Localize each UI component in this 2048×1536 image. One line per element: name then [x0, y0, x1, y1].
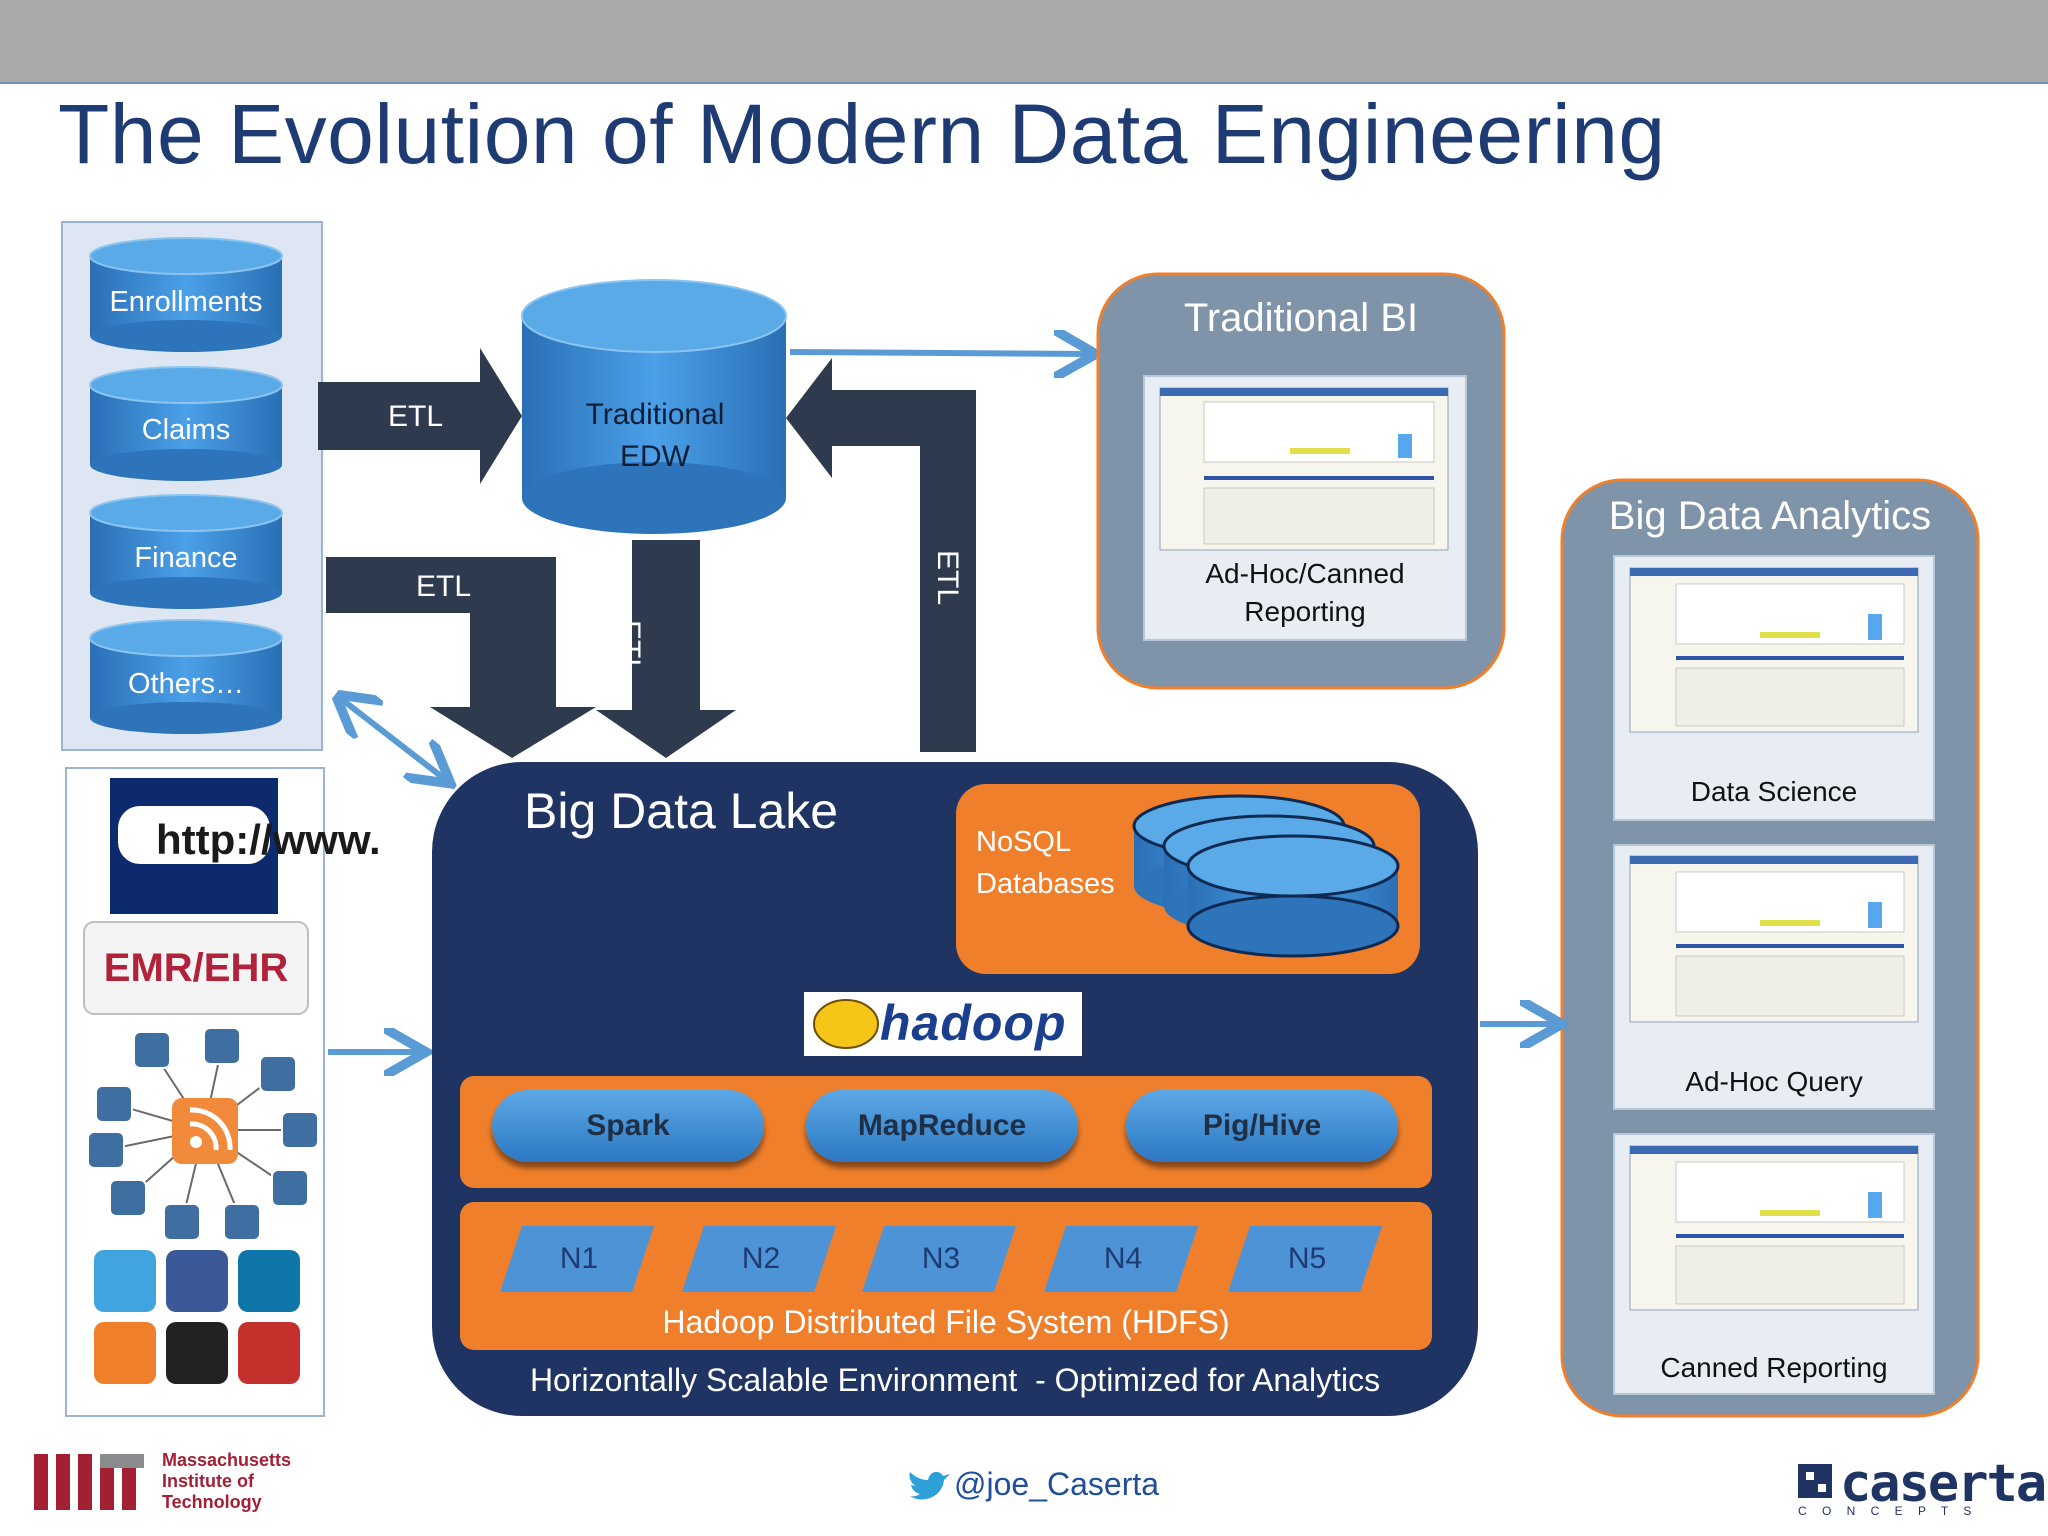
twitter-handle: @joe_Caserta	[954, 1466, 1160, 1502]
adhoc-query-thumbnail	[1629, 855, 1919, 1023]
hdfs-label: Hadoop Distributed File System (HDFS)	[662, 1304, 1230, 1340]
source-claims-label: Claims	[141, 414, 231, 446]
etl-label-lake-to-edw: ETL	[931, 550, 964, 606]
facebook-icon	[166, 1250, 228, 1312]
lake-footer-label: Horizontally Scalable Environment - Opti…	[529, 1362, 1381, 1398]
etl-label-edw-to-lake: ETL	[613, 620, 646, 676]
traditional-bi-title: Traditional BI	[1183, 296, 1419, 340]
mit-line1: Massachusetts	[162, 1450, 292, 1470]
etl-arrow-lake-to-edw	[786, 358, 976, 752]
lake-title: Big Data Lake	[524, 783, 839, 839]
http-graphic-text: http://www.	[156, 816, 381, 863]
top-banner	[0, 0, 2048, 84]
edw-label-line1: Traditional	[585, 398, 725, 431]
claims-cylinder	[89, 366, 283, 481]
wifi-hub-icon	[172, 1098, 238, 1164]
pighive-pill: Pig/Hive	[1126, 1090, 1398, 1162]
devices-network-nodes	[87, 1027, 319, 1241]
source-enrollments-label: Enrollments	[109, 286, 263, 318]
analytics-data-science-label: Data Science	[1690, 776, 1858, 807]
node-n1-label: N1	[559, 1242, 599, 1275]
node-n5-label: N5	[1287, 1242, 1327, 1275]
emr-ehr-label: EMR/EHR	[103, 946, 289, 990]
etl-arrow-to-edw	[318, 348, 522, 484]
nosql-disks	[1132, 794, 1400, 958]
big-data-analytics-title: Big Data Analytics	[1608, 494, 1932, 538]
caserta-logo-text: caserta	[1840, 1454, 2047, 1514]
source-finance-label: Finance	[134, 542, 238, 574]
mit-line3: Technology	[162, 1492, 262, 1512]
spark-pill: Spark	[492, 1090, 764, 1162]
etl-label-sources-to-lake: ETL	[416, 570, 472, 603]
youtube-icon	[238, 1322, 300, 1384]
mit-wordmark: Massachusetts Institute of Technology	[162, 1450, 291, 1513]
edw-to-bi-arrow	[789, 352, 1090, 354]
etl-label-to-edw: ETL	[388, 400, 444, 433]
hdfs-nodes	[500, 1226, 1382, 1292]
analytics-canned-reporting-label: Canned Reporting	[1660, 1352, 1888, 1383]
nosql-label-line1: NoSQL	[976, 826, 1072, 858]
mit-line2: Institute of	[162, 1471, 254, 1491]
source-others-label: Others…	[127, 668, 245, 700]
node-n4-label: N4	[1103, 1242, 1143, 1275]
traditional-bi-caption-line2: Reporting	[1244, 596, 1366, 627]
twitter-bird-icon	[909, 1471, 950, 1500]
rss-icon	[94, 1322, 156, 1384]
others-cylinder	[89, 619, 283, 734]
mit-logo	[34, 1454, 144, 1510]
caserta-mark	[1798, 1464, 1832, 1498]
finance-cylinder	[89, 494, 283, 609]
caserta-logo-subtext: C O N C E P T S	[1798, 1504, 1978, 1518]
etl-arrow-edw-to-lake	[596, 540, 736, 758]
canned-reporting-thumbnail	[1629, 1145, 1919, 1311]
sources-lake-bidirectional-arrow	[340, 698, 446, 780]
google-plus-icon	[166, 1322, 228, 1384]
node-n3-label: N3	[921, 1242, 961, 1275]
data-science-thumbnail	[1629, 567, 1919, 733]
bi-report-thumbnail	[1159, 387, 1449, 551]
linkedin-icon	[238, 1250, 300, 1312]
etl-arrow-sources-to-lake	[326, 557, 596, 758]
mapreduce-pill: MapReduce	[806, 1090, 1078, 1162]
edw-label-line2: EDW	[620, 440, 690, 473]
nosql-label-line2: Databases	[976, 868, 1115, 900]
edw-cylinder	[521, 279, 787, 534]
traditional-bi-caption-line1: Ad-Hoc/Canned	[1205, 558, 1405, 589]
emr-ehr-box	[83, 921, 309, 1015]
analytics-adhoc-query-label: Ad-Hoc Query	[1685, 1066, 1863, 1097]
hadoop-logo-text: hadoop	[880, 995, 1067, 1051]
page-title: The Evolution of Modern Data Engineering	[58, 87, 1666, 181]
twitter-icon	[94, 1250, 156, 1312]
enrollments-cylinder	[89, 237, 283, 352]
node-n2-label: N2	[741, 1242, 781, 1275]
